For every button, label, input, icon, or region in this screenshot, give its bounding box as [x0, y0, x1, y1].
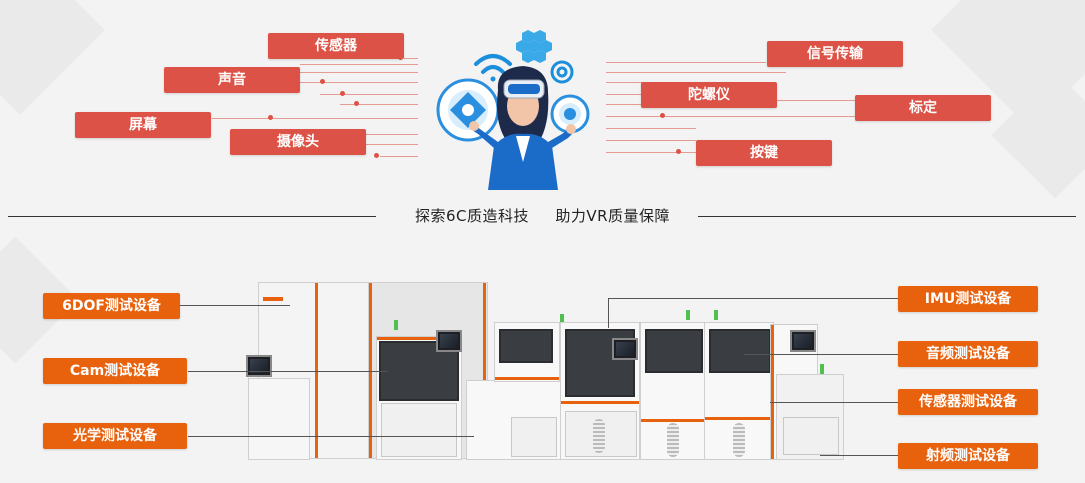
tag-6dof-test-equipment: 6DOF测试设备 — [43, 293, 180, 319]
divider-left — [8, 216, 376, 217]
monitor-screen — [790, 330, 816, 352]
tag-rf-test-equipment: 射频测试设备 — [898, 443, 1038, 469]
divider-right — [698, 216, 1076, 217]
tag-imu-test-equipment: IMU测试设备 — [898, 286, 1038, 312]
tag-camera: 摄像头 — [230, 129, 366, 155]
status-lamp — [714, 310, 718, 320]
touch-hand-icon — [550, 94, 590, 134]
at-sign-icon — [550, 60, 574, 84]
status-lamp — [686, 310, 690, 320]
hexagon-cluster-icon — [516, 30, 552, 63]
vr-headset-icon — [503, 79, 545, 99]
tag-sound: 声音 — [164, 67, 300, 93]
status-lamp — [560, 314, 564, 324]
tag-screen: 屏幕 — [75, 112, 211, 138]
tag-gyroscope: 陀螺仪 — [641, 82, 777, 108]
tag-optical-test-equipment: 光学测试设备 — [43, 423, 187, 449]
tag-sensor: 传感器 — [268, 33, 404, 59]
tagline: 探索6C质造科技 助力VR质量保障 — [414, 207, 671, 225]
tag-cam-test-equipment: Cam测试设备 — [43, 358, 187, 384]
machine-optical-top — [494, 322, 560, 382]
tag-sensor-test-equipment: 传感器测试设备 — [898, 389, 1038, 415]
vr-user-illustration — [436, 30, 590, 190]
status-lamp — [820, 364, 824, 374]
machine-cam-cabinet — [376, 336, 462, 460]
machine-optical — [466, 380, 564, 460]
background-cube — [0, 0, 105, 115]
tag-button: 按键 — [696, 140, 832, 166]
touch-hand-icon — [436, 78, 500, 142]
machine-audio — [640, 322, 706, 460]
wifi-icon — [474, 54, 512, 82]
monitor-screen — [246, 355, 272, 377]
tag-calibration: 标定 — [855, 95, 991, 121]
machine-imu — [560, 322, 640, 460]
monitor-screen — [436, 330, 462, 352]
machine-rf-box — [776, 374, 844, 460]
machine-sensor — [704, 322, 774, 460]
machine-cam-station — [248, 378, 310, 460]
tag-audio-test-equipment: 音频测试设备 — [898, 341, 1038, 367]
monitor-screen — [612, 338, 638, 360]
tag-signal-transmission: 信号传输 — [767, 41, 903, 67]
status-lamp — [394, 320, 398, 330]
